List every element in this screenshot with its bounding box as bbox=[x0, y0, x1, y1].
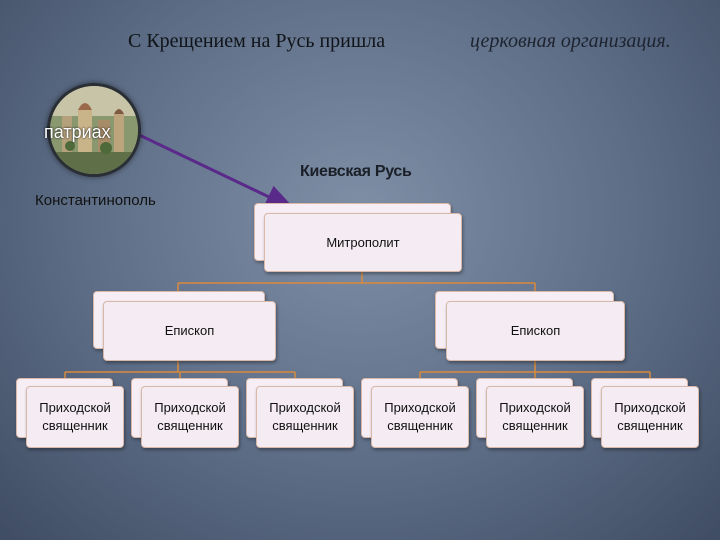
priest-label: Приходской священник bbox=[154, 400, 226, 433]
bishop-box: Епископ bbox=[103, 301, 276, 361]
bishop-label: Епископ bbox=[164, 323, 215, 339]
priest-box: Приходской священник bbox=[141, 386, 239, 448]
priest-box: Приходской священник bbox=[601, 386, 699, 448]
constantinople-label: Константинополь bbox=[35, 192, 156, 209]
region-title: Киевская Русь bbox=[300, 163, 412, 180]
priest-label: Приходской священник bbox=[384, 400, 456, 433]
metropolitan-label: Митрополит bbox=[326, 234, 400, 250]
arrow-patriarch-to-metropolitan bbox=[132, 130, 296, 210]
metropolitan-box: Митрополит bbox=[264, 213, 462, 272]
priest-label: Приходской священник bbox=[269, 400, 341, 433]
patriarch-label: патриах bbox=[44, 122, 111, 142]
priest-box: Приходской священник bbox=[256, 386, 354, 448]
priest-box: Приходской священник bbox=[26, 386, 124, 448]
bishop-label: Епископ bbox=[510, 323, 561, 339]
title-part-2: церковная организация. bbox=[470, 30, 671, 52]
bishop-box: Епископ bbox=[446, 301, 625, 361]
priest-box: Приходской священник bbox=[371, 386, 469, 448]
priest-label: Приходской священник bbox=[39, 400, 111, 433]
priest-label: Приходской священник bbox=[499, 400, 571, 433]
priest-label: Приходской священник bbox=[614, 400, 686, 433]
priest-box: Приходской священник bbox=[486, 386, 584, 448]
title-part-1: С Крещением на Русь пришла bbox=[128, 30, 386, 52]
